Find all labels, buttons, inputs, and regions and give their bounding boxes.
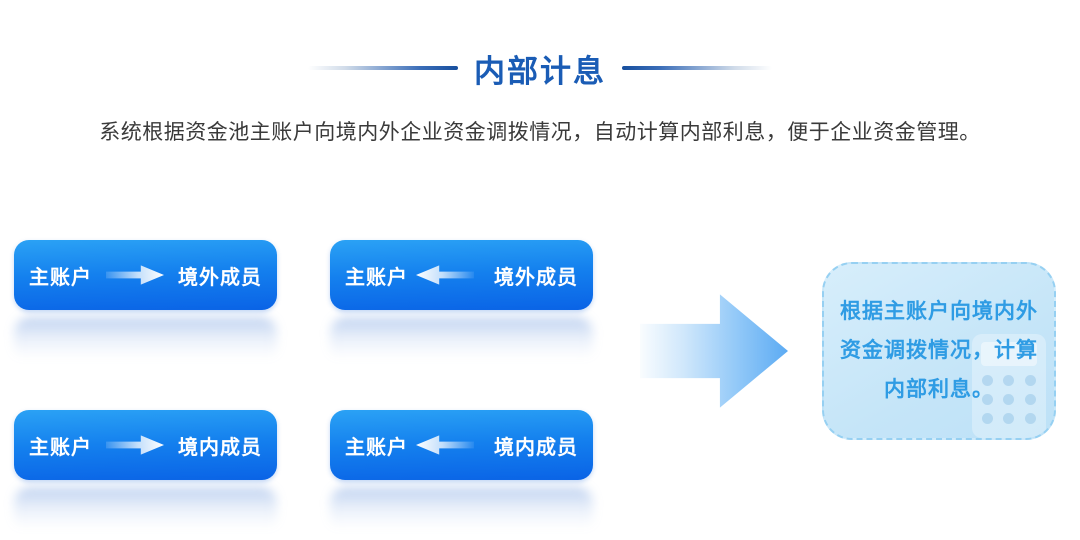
box-reflection	[14, 487, 277, 533]
big-arrow-right-icon	[640, 294, 788, 408]
calculator-screen	[981, 342, 1037, 366]
box-reflection	[330, 317, 593, 363]
calculator-keys	[981, 375, 1037, 424]
result-panel: 根据主账户向境内外 资金调拨情况，计算 内部利息。	[822, 262, 1056, 440]
flow-box-overseas-to-main: 主账户 境外成员	[330, 240, 593, 310]
header: 内部计息	[0, 48, 1080, 89]
result-line: 根据主账户向境内外	[840, 300, 1038, 323]
flow-box-domestic-to-main: 主账户 境内成员	[330, 410, 593, 480]
flow-to-label: 境外成员	[494, 266, 578, 289]
page-subtitle: 系统根据资金池主账户向境内外企业资金调拨情况，自动计算内部利息，便于企业资金管理…	[99, 121, 981, 144]
arrow-right-icon	[106, 435, 164, 455]
flow-from-label: 主账户	[29, 266, 92, 289]
result-line: 资金调拨情况，计算	[840, 339, 1038, 362]
arrow-left-icon	[416, 435, 474, 455]
box-reflection	[14, 317, 277, 363]
calculator-icon	[972, 334, 1046, 438]
flow-to-label: 境外成员	[178, 266, 262, 289]
page-title: 内部计息	[474, 53, 606, 89]
flow-from-label: 主账户	[345, 266, 408, 289]
flow-from-label: 主账户	[345, 436, 408, 459]
arrow-right-icon	[106, 265, 164, 285]
flow-box-main-to-overseas: 主账户 境外成员	[14, 240, 277, 310]
arrow-left-icon	[416, 265, 474, 285]
flow-box-main-to-domestic: 主账户 境内成员	[14, 410, 277, 480]
box-reflection	[330, 487, 593, 533]
title-decorative-line-right	[622, 66, 772, 70]
title-decorative-line-left	[308, 66, 458, 70]
flow-to-label: 境内成员	[494, 436, 578, 459]
flow-from-label: 主账户	[29, 436, 92, 459]
flow-to-label: 境内成员	[178, 436, 262, 459]
result-panel-text: 根据主账户向境内外 资金调拨情况，计算 内部利息。	[824, 292, 1054, 409]
result-line: 内部利息。	[884, 378, 994, 401]
